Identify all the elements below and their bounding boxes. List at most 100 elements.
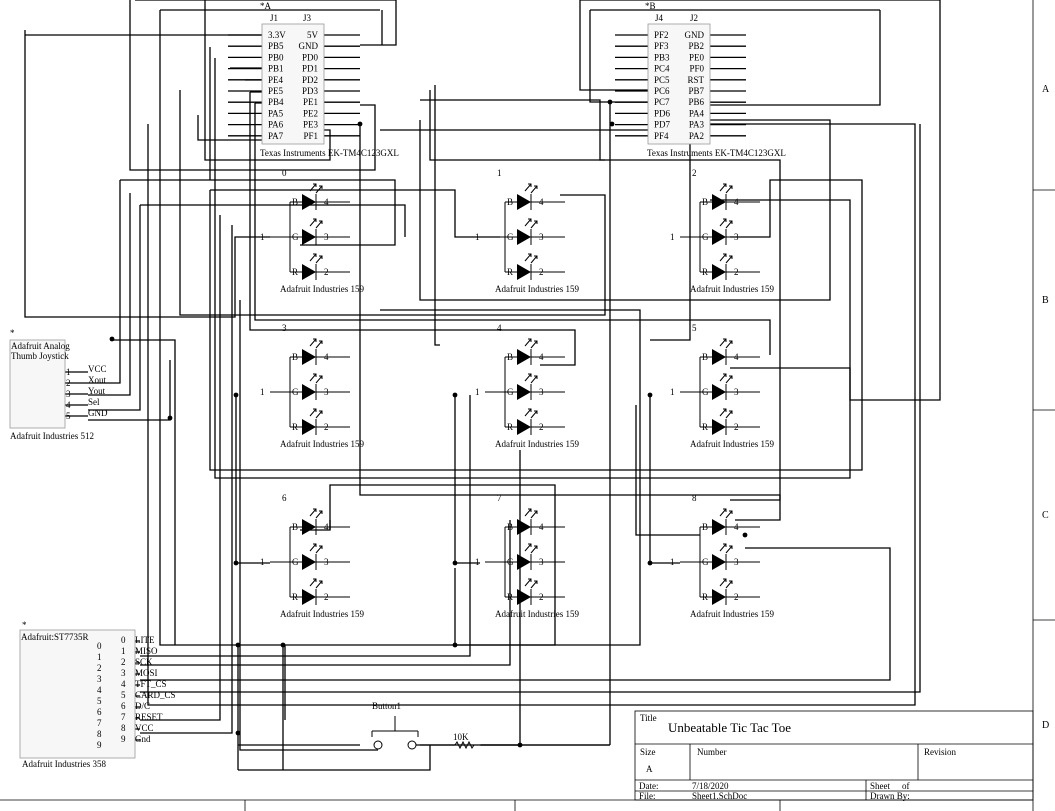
led-diode-icon (517, 264, 531, 280)
display-pin-number: 1 (121, 646, 126, 656)
led-pin-number: 4 (539, 352, 544, 362)
led-color-label: R (702, 592, 708, 602)
led-emission-icon (719, 373, 733, 384)
display-pin-name: D/C (135, 701, 150, 711)
mcu-b-left-pin: PF3 (654, 41, 669, 51)
led-diode-icon (517, 384, 531, 400)
led-cathode (725, 264, 760, 280)
wire (129, 0, 376, 171)
led-common-bus (680, 201, 712, 273)
led-diode-icon (302, 589, 316, 605)
joystick-pin-name: GND (88, 408, 108, 418)
wire (204, 0, 331, 161)
display-side-number: 7 (97, 718, 102, 728)
led-part-label: Adafruit Industries 159 (280, 439, 364, 449)
led-cathode (530, 349, 565, 365)
led-diode-icon (517, 349, 531, 365)
wire (254, 102, 771, 355)
led-pin-number: 3 (734, 557, 739, 567)
mcu-a-right-header: J3 (303, 13, 312, 23)
led-diode-icon (712, 194, 726, 210)
led-cathode (315, 589, 350, 605)
sheet-title: Unbeatable Tic Tac Toe (668, 720, 791, 735)
led-pin-number: 2 (539, 422, 544, 432)
wire (140, 547, 891, 681)
mcu-a-right-pin: PD0 (302, 52, 319, 62)
led-part-label: Adafruit Industries 159 (495, 609, 579, 619)
led-diode-icon (712, 419, 726, 435)
file-value: Sheet1.SchDoc (692, 791, 747, 801)
led-cathode (725, 589, 760, 605)
display-pin-name: SCK (135, 657, 153, 667)
zone-label-c: C (1042, 510, 1049, 521)
led-emission-icon (524, 408, 538, 419)
led-emission-icon (309, 338, 323, 349)
led-part-label: Adafruit Industries 159 (690, 609, 774, 619)
size-caption: Size (640, 747, 656, 757)
display-pin-number: 6 (121, 701, 126, 711)
junction-dot (452, 642, 458, 648)
led-diode-icon (302, 384, 316, 400)
led-pin-number: 4 (324, 352, 329, 362)
led-color-label: G (702, 232, 709, 242)
wire (197, 115, 262, 141)
mcu-b-left-pin: PF4 (654, 131, 669, 141)
display-pin-number: 5 (121, 690, 126, 700)
led-common-bus (270, 201, 302, 273)
led-diode-icon (302, 349, 316, 365)
display-pin-name: TFT_CS (135, 679, 167, 689)
display-side-number: 3 (97, 674, 102, 684)
mcu-a-left-pin: 3.3V (268, 30, 286, 40)
junction-dot (233, 560, 239, 566)
mcu-a-left-pin: PA7 (268, 131, 284, 141)
display-side-number: 9 (97, 740, 102, 750)
display-marker: * (22, 620, 27, 630)
display-side-number: 1 (97, 652, 102, 662)
led-cathode (725, 419, 760, 435)
wire (147, 123, 916, 706)
mcu-b-right-pin: PA4 (689, 108, 705, 118)
led-common-pin: 1 (475, 232, 480, 242)
led-color-label: R (292, 422, 298, 432)
resistor-label: 10K (453, 732, 469, 742)
led-cathode (725, 554, 760, 570)
led-color-label: B (292, 352, 298, 362)
led-diode-icon (517, 194, 531, 210)
led-index: 7 (497, 493, 502, 503)
number-caption: Number (697, 747, 727, 757)
mcu-b-left-pin: PC4 (654, 64, 670, 74)
led-color-label: B (507, 352, 513, 362)
display-pin-name: VCC (135, 723, 154, 733)
led-pin-number: 2 (324, 267, 329, 277)
led-emission-icon (524, 373, 538, 384)
wire (120, 179, 396, 246)
led-common-pin: 1 (475, 387, 480, 397)
led-diode-icon (517, 519, 531, 535)
resistor: 10K (453, 732, 475, 750)
led-pin-number: 2 (539, 592, 544, 602)
display-pin-number: 7 (121, 712, 126, 722)
joystick-pin-name: Yout (88, 386, 106, 396)
display-pin-number: 8 (121, 723, 126, 733)
led-emission-icon (309, 218, 323, 229)
display-pin-number: 4 (121, 679, 126, 689)
led-color-label: B (292, 197, 298, 207)
led-index: 5 (692, 323, 697, 333)
junction-dot (607, 99, 613, 105)
junction-dot (235, 642, 241, 648)
mcu-a-label: Texas Instruments EK-TM4C123GXL (260, 148, 399, 158)
mcu-a-right-pin: GND (299, 41, 319, 51)
wire (140, 215, 221, 721)
led-pin-number: 2 (539, 267, 544, 277)
led-pin-number: 3 (539, 557, 544, 567)
led-emission-icon (719, 338, 733, 349)
led-pin-number: 3 (539, 387, 544, 397)
joystick-title-line1: Adafruit Analog (11, 341, 70, 351)
revision-caption: Revision (924, 747, 957, 757)
mcu-a-left-pin: PE4 (268, 75, 284, 85)
joystick-pin-number: 4 (66, 400, 71, 410)
junction-dot (280, 642, 286, 648)
